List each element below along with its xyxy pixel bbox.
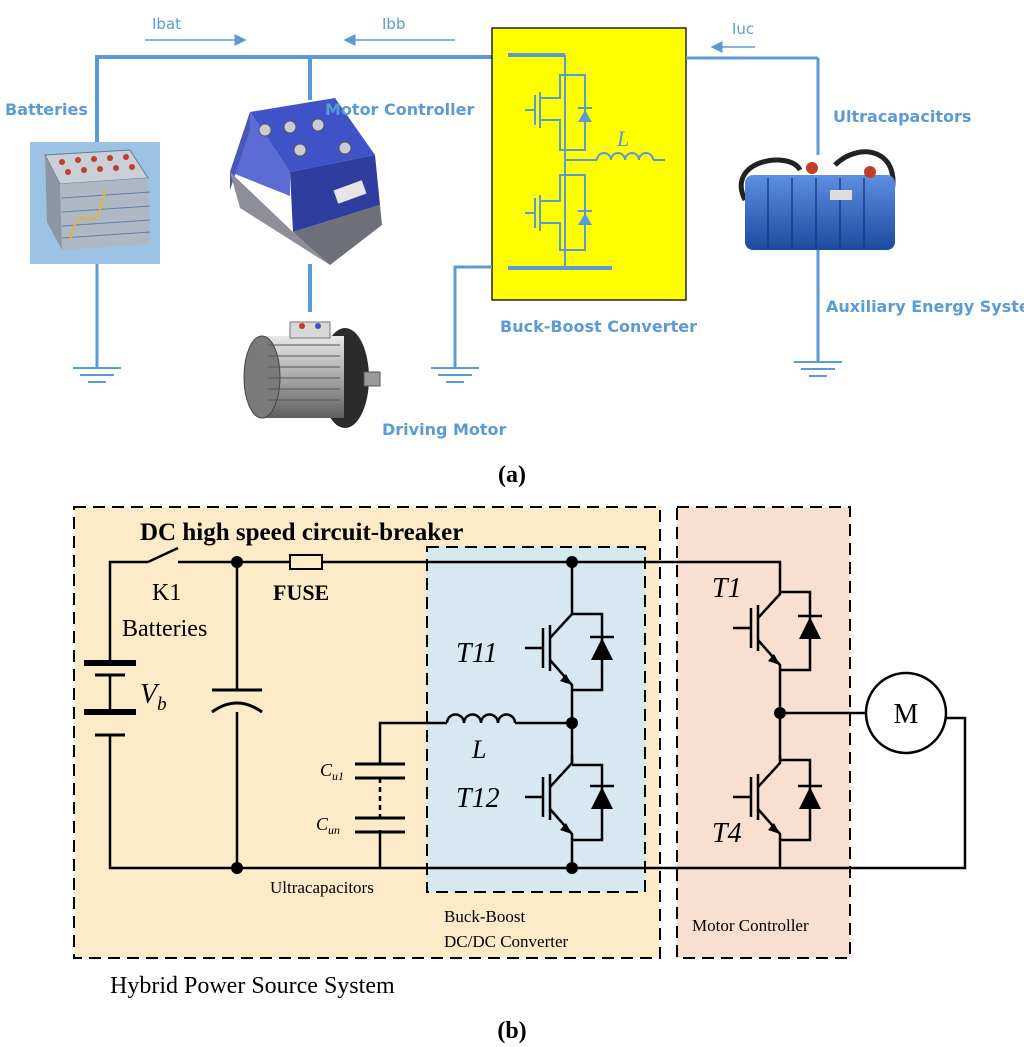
igbt-t11-arrow [560,674,572,685]
igbt-t12-arrow [560,823,572,834]
breaker-title: DC high speed circuit-breaker [140,519,463,546]
hybrid-system-label: Hybrid Power Source System [110,973,395,999]
ground-symbol-battery [73,367,121,383]
t4-label: T4 [712,818,742,849]
caption-a: (a) [498,462,526,488]
ibb-label: Ibb [382,15,405,33]
iuc-label: Iuc [732,20,754,38]
converter-label-line1: Buck-Boost [444,907,526,926]
igbt-t11-symbol [525,600,614,700]
igbt-t1-arrow [768,654,780,665]
ground-symbol-converter [431,367,479,383]
battery-symbol [84,650,136,737]
inductor-label-a: L [616,126,629,151]
batteries-label: Batteries [5,100,88,119]
junction-dots [231,556,786,874]
k1-label: K1 [152,580,181,606]
t12-label: T12 [456,783,500,814]
cun-label: Cun [316,814,340,837]
fuse-symbol [289,554,323,570]
caption-b: (b) [497,1018,526,1044]
battery-pack-image [30,142,160,264]
circuit-wiring [108,546,967,870]
ground-symbol-ultracapacitor [794,361,842,377]
ultracapacitors-label-b: Ultracapacitors [270,878,374,897]
inductor-symbol [445,713,517,724]
motor-controller-image [230,98,382,265]
buck-boost-dcdc-region [426,546,646,893]
motor-controller-label: Motor Controller [325,100,474,119]
igbt-t12-diode [591,787,613,809]
t1-label: T1 [712,573,742,604]
buck-boost-converter-box [491,27,687,301]
inductor-label-b: L [471,735,486,764]
motor-label: M [894,699,919,730]
motor-symbol [864,671,948,755]
panel-b: M DC high speed circuit-breaker K1 Batte… [73,506,967,1044]
ibat-label: Ibat [152,15,181,33]
fuse-label: FUSE [273,580,329,605]
vb-label: Vb [140,679,167,715]
converter-label-line2: DC/DC Converter [444,932,569,951]
driving-motor-image [243,321,381,428]
converter-ground-wire [453,265,492,368]
batteries-label-b: Batteries [122,616,207,642]
igbt-t11-diode [591,638,613,660]
ultracapacitor-symbols [355,760,405,834]
ultracapacitors-label: Ultracapacitors [833,107,971,126]
motor-controller-region [676,506,851,959]
igbt-t4-arrow [768,823,780,834]
dc-link-capacitor-symbol [211,688,263,714]
ultracapacitor-image [738,149,896,250]
dc-bus [95,55,492,145]
t11-label: T11 [456,638,498,669]
auxiliary-energy-system-label: Auxiliary Energy System [826,297,1024,316]
driving-motor-label: Driving Motor [382,420,507,439]
igbt-t4-diode [799,787,821,809]
motor-controller-label-b: Motor Controller [692,916,809,935]
buck-boost-converter-label: Buck-Boost Converter [500,317,697,336]
buck-boost-converter-schematic [508,53,665,270]
igbt-t1-diode [799,617,821,639]
cu1-label: Cu1 [320,760,344,783]
panel-a: Ibat Ibb Iuc Batteries [5,15,1024,488]
